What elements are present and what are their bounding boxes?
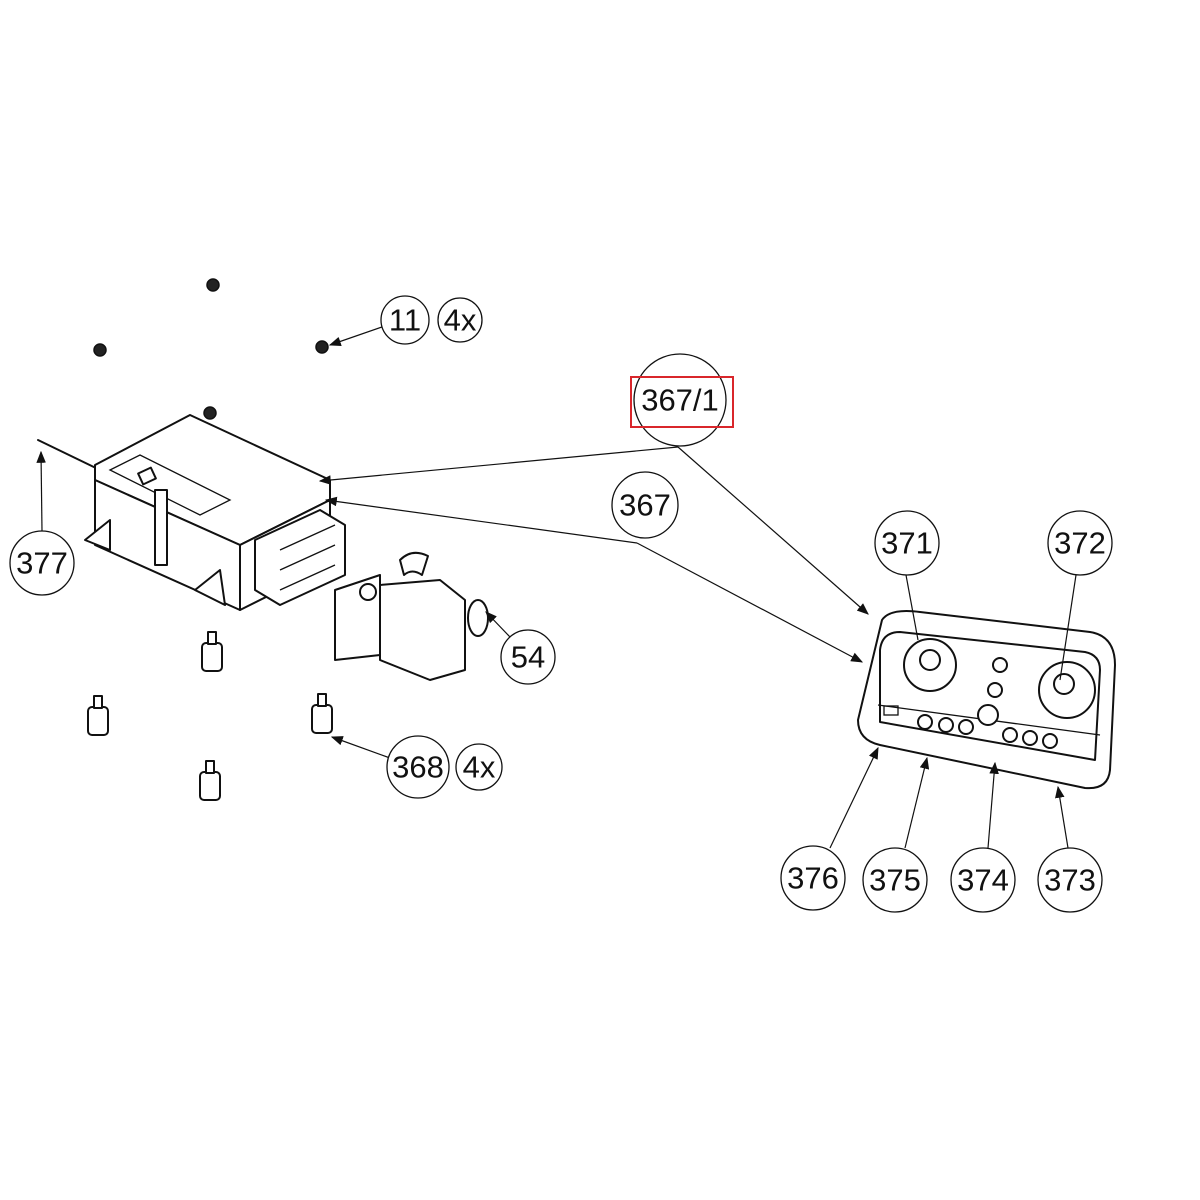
leader-lines bbox=[36, 326, 1077, 849]
callout-label: 54 bbox=[511, 640, 545, 675]
callout-371[interactable]: 371 bbox=[874, 510, 940, 576]
spacers bbox=[87, 631, 333, 801]
callout-label: 377 bbox=[16, 546, 68, 581]
quantity-label: 4x bbox=[463, 750, 496, 785]
callout-label: 373 bbox=[1044, 863, 1096, 898]
remote-transmitter bbox=[857, 610, 1116, 790]
callout-label: 375 bbox=[869, 863, 921, 898]
callout-376[interactable]: 376 bbox=[780, 845, 846, 911]
callout-label: 368 bbox=[392, 750, 444, 785]
callout-label: 11 bbox=[389, 303, 421, 338]
callout-367[interactable]: 367 bbox=[611, 471, 679, 539]
callout-373[interactable]: 373 bbox=[1037, 847, 1103, 913]
callout-11-quantity: 4x bbox=[437, 297, 483, 343]
callout-374[interactable]: 374 bbox=[950, 847, 1016, 913]
callout-372[interactable]: 372 bbox=[1047, 510, 1113, 576]
receiver-control-box bbox=[37, 414, 346, 611]
callout-11[interactable]: 11 bbox=[380, 295, 430, 345]
callout-label: 371 bbox=[881, 526, 933, 561]
highlight-box bbox=[630, 376, 734, 428]
nuts bbox=[93, 278, 329, 420]
quantity-label: 4x bbox=[444, 303, 477, 338]
callout-377[interactable]: 377 bbox=[9, 530, 75, 596]
callout-368[interactable]: 368 bbox=[386, 735, 450, 799]
connector-plug bbox=[334, 551, 489, 681]
callout-label: 372 bbox=[1054, 526, 1106, 561]
callout-375[interactable]: 375 bbox=[862, 847, 928, 913]
callout-367-1[interactable]: 367/1 bbox=[630, 353, 734, 447]
callout-368-quantity: 4x bbox=[455, 743, 503, 791]
callout-label: 367/1 bbox=[641, 383, 719, 418]
callout-label: 367 bbox=[619, 488, 671, 523]
callout-54[interactable]: 54 bbox=[500, 629, 556, 685]
callout-label: 376 bbox=[787, 861, 839, 896]
callout-label: 374 bbox=[957, 863, 1009, 898]
